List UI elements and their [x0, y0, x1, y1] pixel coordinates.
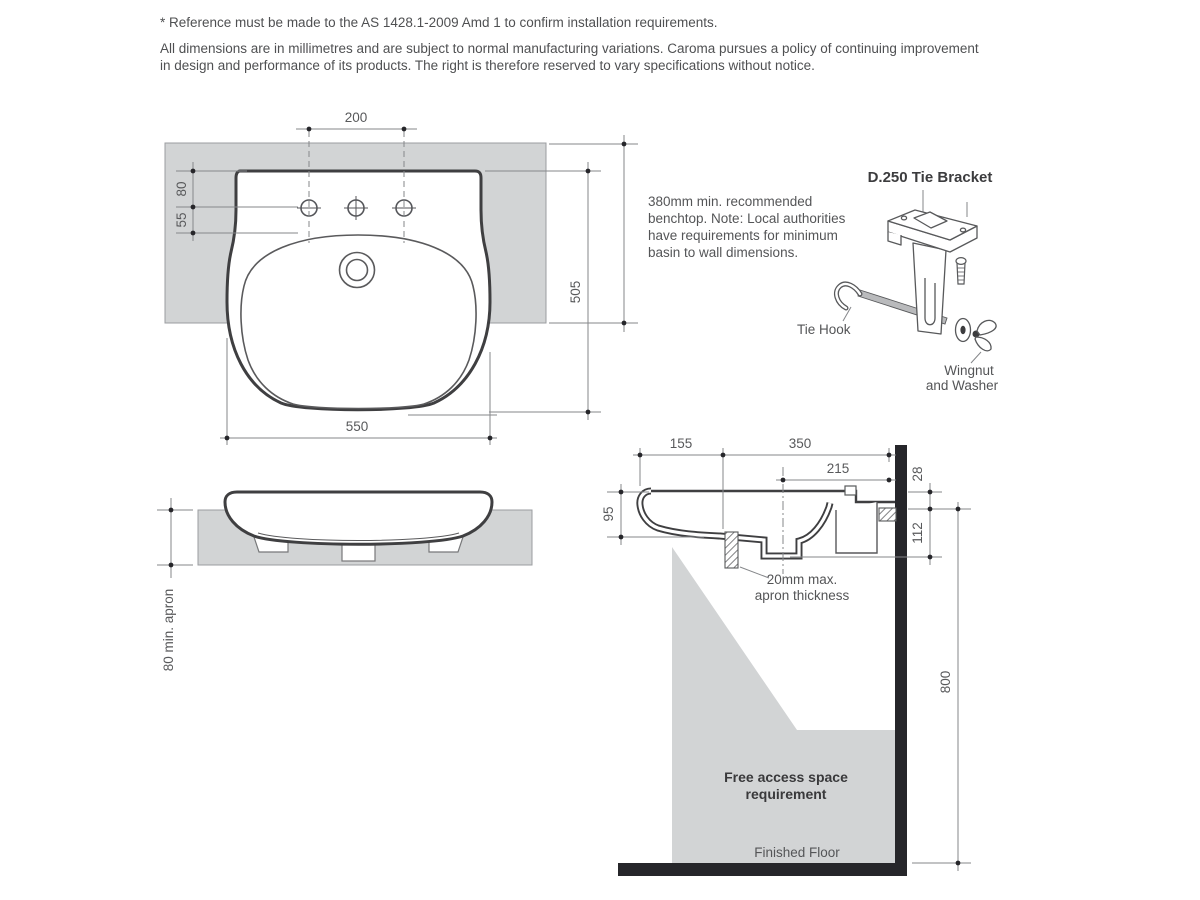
- dim-depth-label: 505: [568, 281, 583, 304]
- free-access-space: [672, 547, 895, 863]
- header-notes: * Reference must be made to the AS 1428.…: [160, 15, 979, 73]
- tap-centerlines: [308, 131, 405, 243]
- free-access-label-line2: requirement: [746, 786, 827, 802]
- free-access-label-line1: Free access space: [724, 769, 848, 785]
- finished-floor: [618, 863, 907, 876]
- dim-front-height-label: 95: [601, 506, 616, 521]
- dim-width: 550: [220, 338, 497, 445]
- dim-rim-drop-label: 28: [910, 466, 925, 481]
- dim-lip-to-apron-label: 155: [670, 436, 693, 451]
- basin-back-skirt: [835, 502, 878, 554]
- dim-floor-clearance-label: 800: [938, 671, 953, 694]
- basin-deck-line: [651, 489, 895, 504]
- section-view: Free access space requirement Finished F…: [601, 436, 971, 876]
- drain-outer-circle: [338, 251, 376, 289]
- dim-width-label: 550: [346, 419, 369, 434]
- dim-tap-spacing-label: 200: [345, 110, 368, 125]
- front-view: 80 min. apron: [157, 490, 533, 671]
- apron-note-line1: 20mm max.: [767, 572, 838, 587]
- dim-depth: 505: [485, 162, 601, 420]
- basin-plan-outline: [225, 169, 492, 412]
- apron-section-block: [724, 531, 739, 569]
- dim-apron-height: 80 min. apron: [157, 498, 193, 671]
- dim-tap-setback-label: 80: [174, 181, 189, 196]
- dim-right-side: 28 112 800: [790, 466, 971, 871]
- variations-note-line2: in design and performance of its product…: [160, 58, 815, 73]
- wingnut-label-line1: Wingnut: [944, 363, 994, 378]
- benchtop-note: 380mm min. recommended benchtop. Note: L…: [648, 194, 846, 260]
- dim-drain-to-wall-label: 215: [827, 461, 850, 476]
- tie-bracket-slot: [844, 485, 857, 496]
- variations-note-line1: All dimensions are in millimetres and ar…: [160, 41, 979, 56]
- apron-note-line2: apron thickness: [755, 588, 850, 603]
- basin-section: [636, 467, 897, 574]
- dim-apron-to-wall-label: 350: [789, 436, 812, 451]
- finished-floor-label: Finished Floor: [754, 845, 840, 860]
- dim-lip-apron-wall: 155 350: [633, 436, 896, 529]
- bracket-screw: [955, 257, 967, 285]
- wingnut-label-line2: and Washer: [926, 378, 999, 393]
- drain-inner-circle: [345, 258, 369, 282]
- tie-bracket-illustration: D.250 Tie Bracket: [797, 169, 999, 393]
- basin-front-outline: [223, 490, 494, 546]
- plan-view: 200 80 55 505: [164, 110, 638, 445]
- dim-tap-setback: 80 55: [174, 162, 298, 241]
- dim-front-height: 95: [601, 484, 704, 545]
- dim-tap-spacing: 200: [296, 110, 417, 132]
- bracket-body: [887, 209, 978, 335]
- apron-thickness-note: 20mm max. apron thickness: [739, 566, 850, 603]
- benchtop-note-line4: basin to wall dimensions.: [648, 245, 798, 260]
- dim-tap-to-bowl-label: 55: [174, 212, 189, 227]
- benchtop-note-line1: 380mm min. recommended: [648, 194, 812, 209]
- benchtop-note-line2: benchtop. Note: Local authorities: [648, 211, 846, 226]
- bowl-inner-rim: [240, 234, 477, 410]
- tie-hook-label: Tie Hook: [797, 322, 851, 337]
- wall: [895, 445, 907, 876]
- tie-bracket-title: D.250 Tie Bracket: [868, 169, 993, 186]
- wall-fixing-block: [878, 507, 897, 522]
- basin-front-inner-line: [257, 532, 460, 541]
- washer-and-wingnut: [954, 317, 997, 352]
- dim-apron-height-label: 80 min. apron: [161, 589, 176, 672]
- dim-drain-to-wall: 215: [776, 461, 896, 483]
- reference-note: * Reference must be made to the AS 1428.…: [160, 15, 718, 30]
- benchtop-note-line3: have requirements for minimum: [648, 228, 838, 243]
- dim-benchtop-depth: [549, 135, 638, 332]
- dim-under-rim-label: 112: [910, 522, 925, 544]
